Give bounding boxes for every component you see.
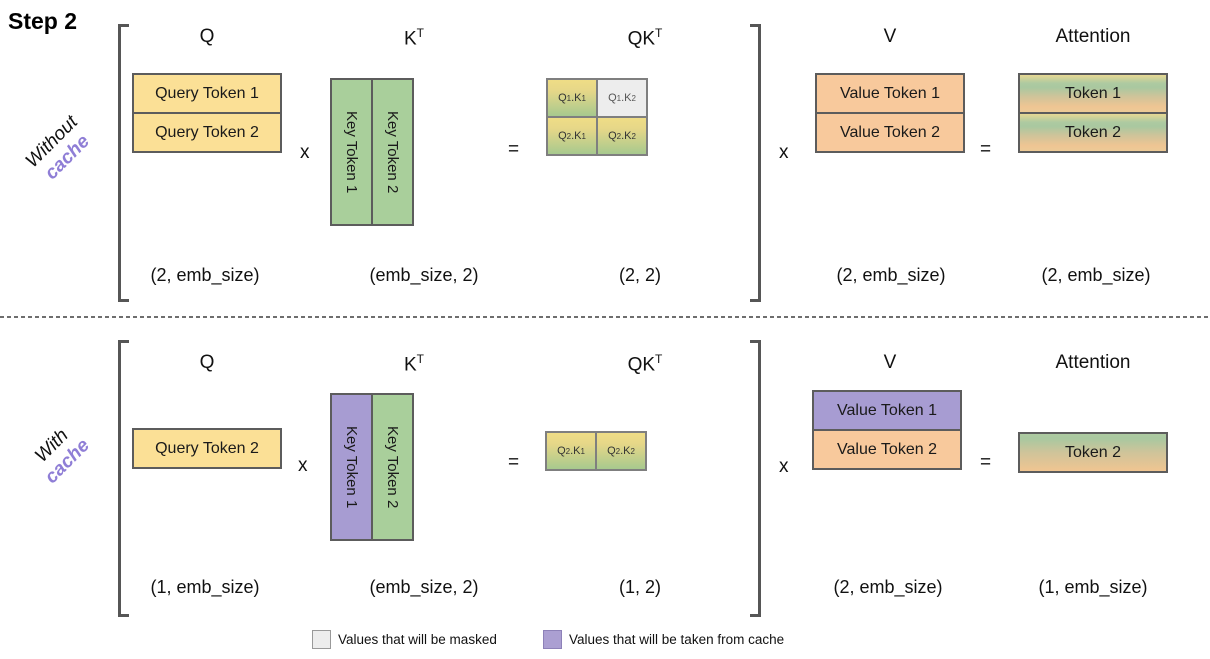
kt-shape: (emb_size, 2) [369, 577, 479, 597]
step-label: Step 2 [8, 8, 78, 34]
legend-label: Values that will be taken from cache [569, 632, 785, 647]
attention-title: Attention [1055, 26, 1131, 47]
equals-operator: = [980, 452, 992, 473]
v-matrix: Value Token 1 Value Token 2 [812, 390, 962, 470]
dashed-divider [0, 316, 1210, 318]
v-matrix-cell-cached: Value Token 1 [812, 390, 962, 431]
legend-item-masked: Values that will be masked [312, 630, 497, 649]
kt-matrix-column: Key Token 1 [330, 78, 373, 226]
kt-matrix-column-cached: Key Token 1 [330, 393, 373, 541]
v-shape: (2, emb_size) [836, 265, 946, 285]
multiply-operator: x [298, 455, 308, 476]
q-matrix: Query Token 1 Query Token 2 [132, 73, 282, 153]
q-matrix-cell: Query Token 2 [132, 428, 282, 469]
legend-item-cache: Values that will be taken from cache [543, 630, 784, 649]
attention-shape: (1, emb_size) [1038, 577, 1148, 597]
attention-shape: (2, emb_size) [1041, 265, 1151, 285]
v-title: V [883, 352, 897, 373]
q-shape: (1, emb_size) [150, 577, 260, 597]
qkt-shape: (2, 2) [618, 265, 661, 285]
qkt-shape: (1, 2) [618, 577, 661, 597]
equals-operator: = [980, 139, 992, 160]
cache-swatch-icon [543, 630, 562, 649]
equals-operator: = [508, 139, 520, 160]
kt-matrix: Key Token 1 Key Token 2 [330, 393, 414, 541]
attention-cell: Token 2 [1018, 432, 1168, 473]
v-title: V [883, 26, 897, 47]
close-bracket [750, 340, 761, 617]
q-title: Q [199, 26, 215, 47]
q-matrix-cell: Query Token 2 [132, 112, 282, 153]
v-matrix-cell: Value Token 2 [812, 429, 962, 470]
legend-label: Values that will be masked [338, 632, 497, 647]
q-matrix: Query Token 2 [132, 428, 282, 469]
v-matrix: Value Token 1 Value Token 2 [815, 73, 965, 153]
kt-matrix-column: Key Token 2 [371, 393, 414, 541]
masked-swatch-icon [312, 630, 331, 649]
kt-title: KT [403, 26, 425, 50]
qkt-title: QKT [627, 26, 663, 50]
v-matrix-cell: Value Token 2 [815, 112, 965, 153]
multiply-operator: x [300, 142, 310, 163]
open-bracket [118, 24, 129, 302]
multiply-operator: x [779, 456, 789, 477]
close-bracket [750, 24, 761, 302]
kt-matrix-column: Key Token 2 [371, 78, 414, 226]
qkt-title: QKT [627, 352, 663, 376]
q-shape: (2, emb_size) [150, 265, 260, 285]
open-bracket [118, 340, 129, 617]
attention-title: Attention [1055, 352, 1131, 373]
multiply-operator: x [779, 142, 789, 163]
side-label-with-cache: With cache [0, 390, 124, 517]
kt-shape: (emb_size, 2) [369, 265, 479, 285]
kt-matrix: Key Token 1 Key Token 2 [330, 78, 414, 226]
q-title: Q [199, 352, 215, 373]
attention-matrix: Token 2 [1018, 432, 1168, 473]
equals-operator: = [508, 452, 520, 473]
v-shape: (2, emb_size) [833, 577, 943, 597]
attention-cell: Token 2 [1018, 112, 1168, 153]
attention-matrix: Token 1 Token 2 [1018, 73, 1168, 153]
kt-title: KT [403, 352, 425, 376]
v-matrix-cell: Value Token 1 [815, 73, 965, 114]
q-matrix-cell: Query Token 1 [132, 73, 282, 114]
